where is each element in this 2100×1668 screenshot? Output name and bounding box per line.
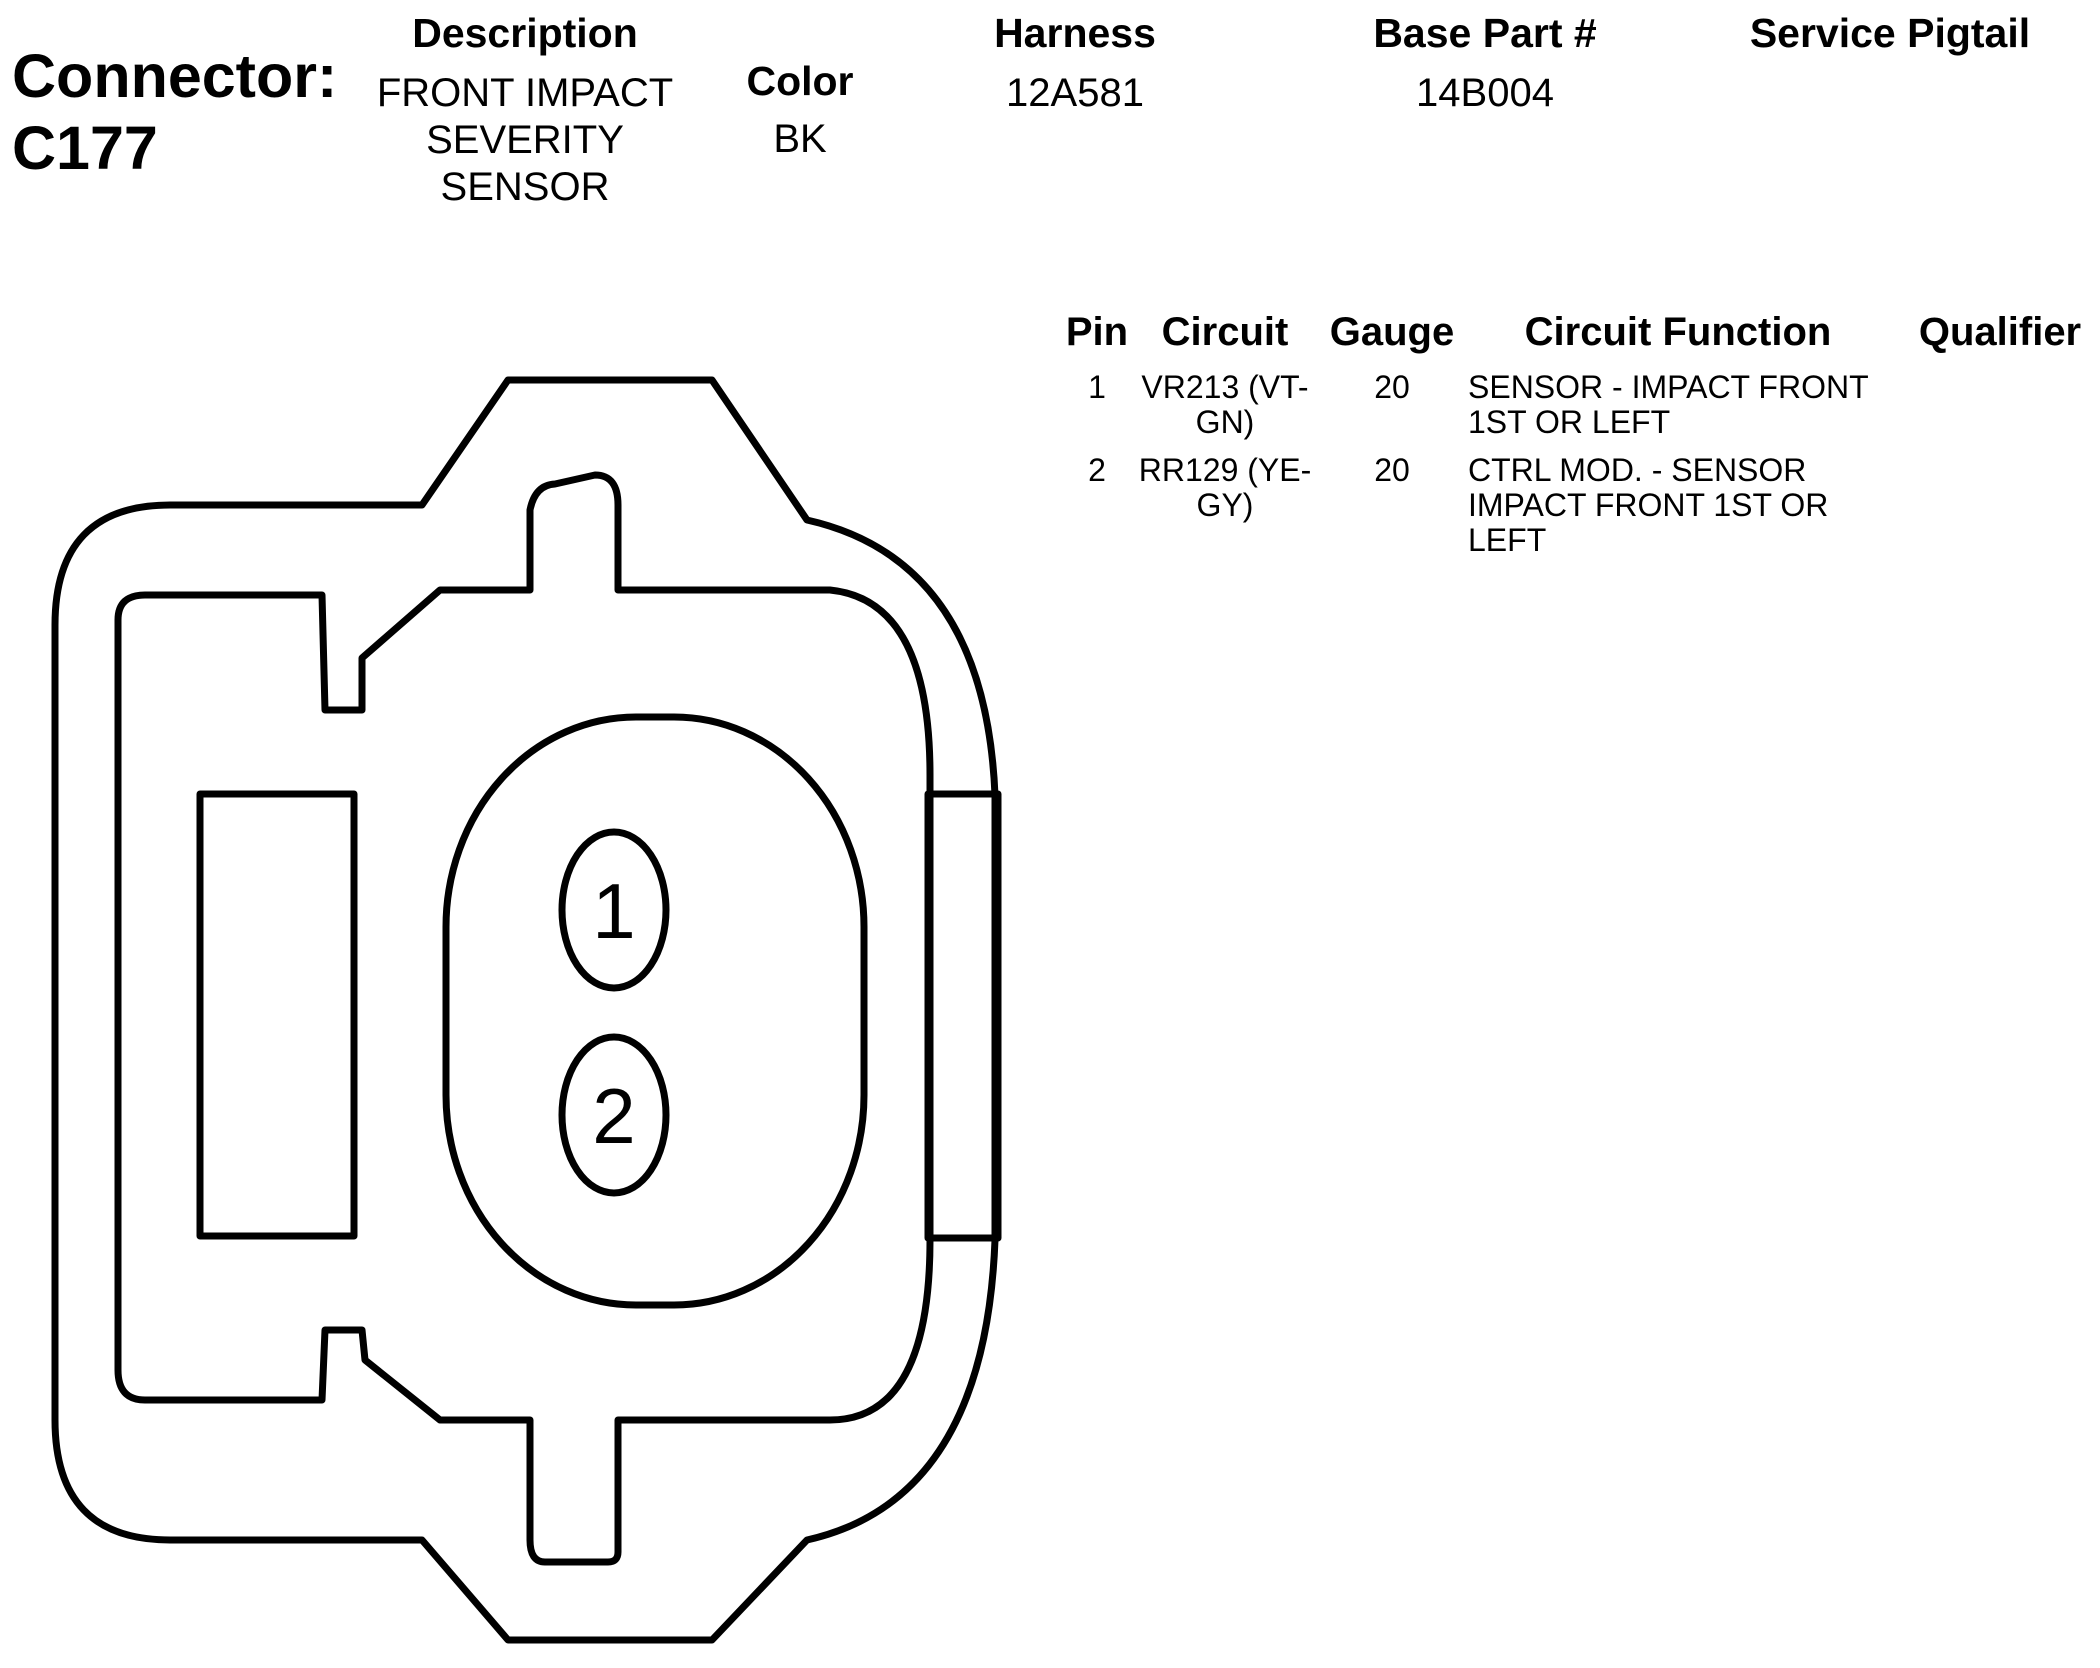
description-line: FRONT IMPACT: [376, 71, 674, 115]
pin-cavity: [442, 713, 868, 1309]
base-part-value: 14B004: [1416, 71, 1554, 115]
description-line: SENSOR: [440, 165, 610, 209]
connector-inner-shell: [114, 471, 934, 1566]
function-line: CTRL MOD. - SENSOR: [1468, 452, 1807, 488]
connector-title: Connector: C177: [12, 40, 337, 184]
connector-id: C177: [12, 114, 158, 182]
function-line: IMPACT FRONT 1ST OR: [1468, 487, 1829, 523]
circuit-function-header: Circuit Function: [1524, 310, 1832, 354]
qualifier-header: Qualifier: [1918, 310, 2082, 354]
description-line: SEVERITY: [426, 118, 624, 162]
color-value: BK: [773, 117, 827, 161]
harness-value: 12A581: [1006, 71, 1144, 115]
function-line: 1ST OR LEFT: [1468, 404, 1671, 440]
pin-2: [558, 1033, 670, 1197]
pin-1-label: 1: [592, 867, 635, 955]
circuit-line: VR213 (VT-: [1141, 369, 1309, 405]
circuit-cell: RR129 (YE- GY): [1130, 453, 1320, 523]
circuit-line: GY): [1196, 487, 1254, 523]
function-line: SENSOR - IMPACT FRONT: [1468, 369, 1869, 405]
circuit-header: Circuit: [1161, 310, 1289, 354]
function-cell: SENSOR - IMPACT FRONT 1ST OR LEFT: [1468, 370, 1898, 440]
color-header: Color: [746, 58, 854, 104]
description-value: FRONT IMPACT SEVERITY SENSOR: [340, 70, 710, 211]
function-cell: CTRL MOD. - SENSOR IMPACT FRONT 1ST OR L…: [1468, 453, 1898, 558]
connector-label: Connector:: [12, 42, 338, 110]
gauge-cell: 20: [1374, 369, 1410, 405]
circuit-line: GN): [1195, 404, 1255, 440]
gauge-cell: 20: [1374, 452, 1410, 488]
pin-1: [558, 828, 670, 992]
circuit-line: RR129 (YE-: [1138, 452, 1312, 488]
gauge-header: Gauge: [1329, 310, 1455, 354]
base-part-header: Base Part #: [1373, 10, 1597, 56]
description-header: Description: [412, 10, 638, 56]
function-line: LEFT: [1468, 522, 1547, 558]
service-pigtail-header: Service Pigtail: [1749, 10, 2031, 56]
harness-header: Harness: [994, 10, 1156, 56]
pin-cell: 1: [1088, 369, 1106, 405]
keying-rectangle: [196, 790, 358, 1240]
circuit-cell: VR213 (VT- GN): [1130, 370, 1320, 440]
locking-tab: [924, 790, 1002, 1242]
pin-cell: 2: [1088, 452, 1106, 488]
pin-2-label: 2: [592, 1072, 635, 1160]
pin-header: Pin: [1065, 310, 1129, 354]
connector-outer-shell: [51, 376, 999, 1644]
